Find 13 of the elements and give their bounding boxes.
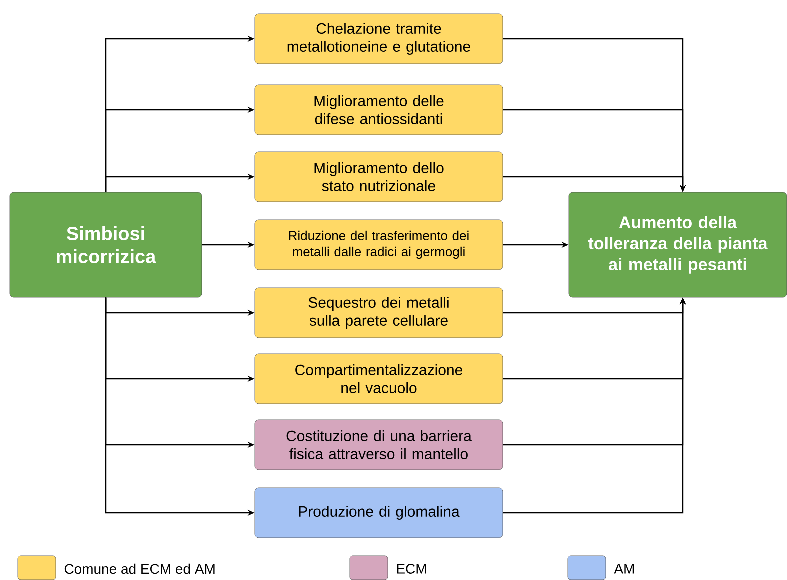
process-box: Miglioramento delle difese antiossidanti [254, 84, 504, 136]
legend-label: Comune ad ECM ed AM [64, 564, 215, 574]
process-box: Sequestro dei metalli sulla parete cellulare [254, 288, 504, 338]
process-box: Riduzione del trasferimento dei metalli dalle radici ai germogli [254, 220, 504, 270]
legend-label: ECM [397, 564, 426, 574]
process-box: Miglioramento dello stato nutrizionale [254, 152, 504, 202]
legend-label: AM [614, 564, 634, 574]
result-box: Aumento della tolleranza della pianta ai metalli pesanti [568, 192, 787, 298]
process-box: Produzione di glomalina [254, 488, 504, 538]
process-box: Chelazione tramite metallotioneine e glutatione [254, 14, 504, 64]
process-box: Compartimentalizzazione nel vacuolo [254, 354, 504, 404]
process-box: Costituzione di una barriera fisica attraverso il mantello [254, 420, 504, 470]
source-box: Simbiosi micorrizica [10, 192, 202, 298]
